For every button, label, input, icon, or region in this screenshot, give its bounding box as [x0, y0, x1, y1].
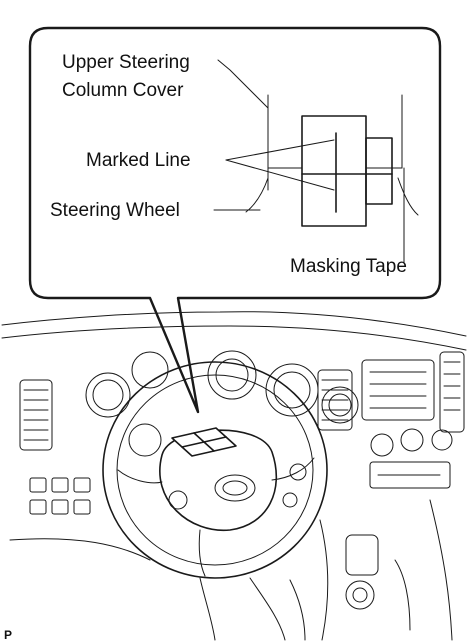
emblem-icon — [214, 474, 256, 502]
leader-lines — [213, 59, 335, 211]
callout-bubble — [28, 26, 442, 414]
steering-wheel — [102, 361, 328, 641]
label-marked-line: Marked Line — [86, 150, 191, 171]
callout-detail — [245, 94, 419, 263]
dashboard-illustration — [1, 311, 467, 641]
label-steering-wheel: Steering Wheel — [50, 200, 180, 221]
label-masking-tape: Masking Tape — [290, 256, 407, 277]
label-upper-steering: Upper Steering — [62, 52, 190, 73]
masking-tape-piece — [301, 115, 367, 227]
masking-tape-on-wheel — [171, 427, 237, 457]
figure-code: P — [4, 628, 12, 642]
label-column-cover: Column Cover — [62, 80, 184, 101]
callout-labels: Upper Steering Column Cover Marked Line … — [50, 52, 407, 277]
